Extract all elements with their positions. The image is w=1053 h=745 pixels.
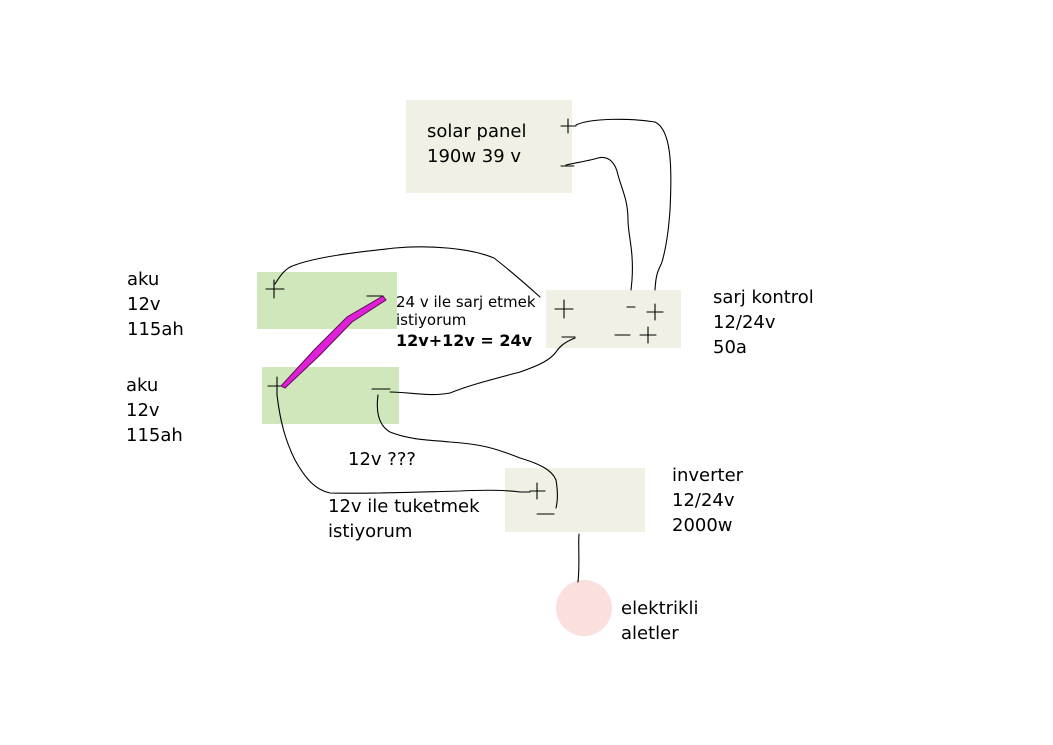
- inverter-power: 2000w: [672, 515, 733, 536]
- note-24v-line2: istiyorum: [396, 311, 467, 329]
- note-24v-line1: 24 v ile sarj etmek: [396, 293, 536, 311]
- appliances-line2: aletler: [621, 623, 679, 644]
- battery-top-label: aku 12v 115ah: [127, 267, 184, 342]
- charge-controller-current: 50a: [713, 337, 747, 358]
- wire-inverter-to-appliances: [577, 533, 580, 583]
- inverter-name: inverter: [672, 465, 744, 486]
- battery-bottom-voltage: 12v: [126, 400, 160, 421]
- wire-battery-bottom-negative-to-inverter: [376, 394, 559, 509]
- battery-top-positive-terminal-icon: [265, 279, 285, 299]
- charge-controller-name: sarj kontrol: [713, 287, 814, 308]
- battery-top-voltage: 12v: [127, 294, 161, 315]
- solar-panel-name: solar panel: [427, 121, 527, 142]
- note-12v-consume: 12v ile tuketmek istiyorum: [328, 494, 480, 544]
- note-12v-consume-line2: istiyorum: [328, 521, 413, 542]
- wire-solar-negative: [565, 156, 633, 291]
- appliances-label: elektrikli aletler: [621, 596, 698, 646]
- controller-battery-positive-terminal-icon: [554, 299, 574, 319]
- inverter-box: [505, 468, 645, 532]
- controller-solar-positive-terminal-icon: [646, 303, 664, 321]
- wire-battery-bottom-positive-to-inverter: [276, 394, 531, 494]
- note-12v-question: 12v ???: [348, 449, 416, 470]
- inverter-label: inverter 12/24v 2000w: [672, 463, 743, 538]
- battery-top-capacity: 115ah: [127, 319, 184, 340]
- battery-bottom-label: aku 12v 115ah: [126, 373, 183, 448]
- battery-top-box: [257, 272, 397, 329]
- solar-panel-label: solar panel 190w 39 v: [427, 119, 526, 169]
- charge-controller-box: [546, 290, 681, 348]
- wire-controller-to-battery-bottom-negative: [389, 337, 576, 396]
- series-link-line: [280, 295, 387, 389]
- note-24v-charge: 24 v ile sarj etmek istiyorum 12v+12v = …: [396, 293, 536, 350]
- battery-bottom-name: aku: [126, 375, 159, 396]
- battery-bottom-capacity: 115ah: [126, 425, 183, 446]
- appliances-line1: elektrikli: [621, 598, 699, 619]
- controller-load-positive-terminal-icon: [639, 326, 657, 344]
- wire-solar-positive: [575, 118, 672, 291]
- solar-panel-box: [406, 100, 572, 193]
- inverter-voltage: 12/24v: [672, 490, 735, 511]
- inverter-positive-terminal-icon: [529, 482, 546, 500]
- wire-controller-to-battery-top-positive: [274, 246, 541, 298]
- solar-panel-spec: 190w 39 v: [427, 146, 522, 167]
- solar-positive-terminal-icon: [560, 118, 577, 134]
- note-12v-consume-line1: 12v ile tuketmek: [328, 496, 480, 517]
- battery-bottom-box: [262, 367, 399, 424]
- charge-controller-label: sarj kontrol 12/24v 50a: [713, 285, 814, 360]
- charge-controller-voltage: 12/24v: [713, 312, 776, 333]
- battery-top-name: aku: [127, 269, 160, 290]
- note-24v-equation: 12v+12v = 24v: [396, 331, 533, 350]
- appliance-circle: [556, 580, 612, 636]
